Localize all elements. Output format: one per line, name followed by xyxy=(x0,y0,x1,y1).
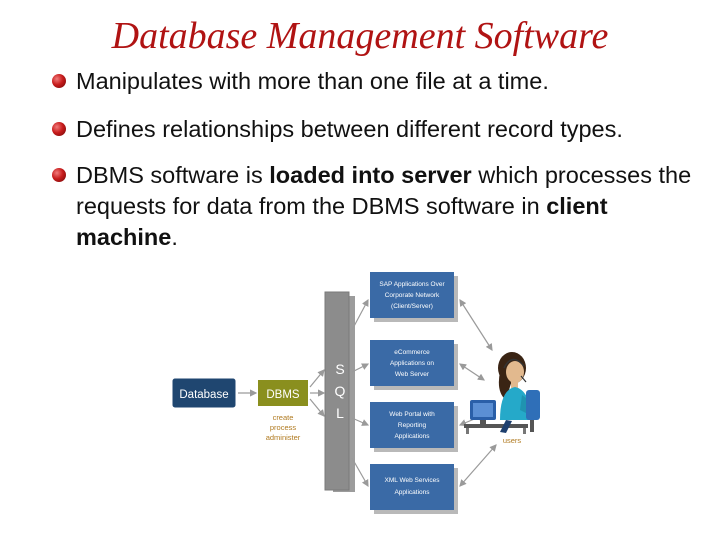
app-label: Web Portal with xyxy=(389,411,435,418)
connector-arrow xyxy=(351,417,370,426)
bullet-text: Manipulates with more than one file at a… xyxy=(76,68,549,94)
bullet-emphasis-client: client machine xyxy=(76,193,608,250)
app-label: Applications xyxy=(394,489,430,496)
bullet-text-middle: which processes the requests for data fr… xyxy=(76,162,692,219)
bullet-item: DBMS software is loaded into server whic… xyxy=(52,160,702,253)
database-box: Database xyxy=(171,377,237,409)
slide-title: Database Management Software xyxy=(111,15,609,57)
app-label: Applications xyxy=(394,433,430,440)
connector-arrow xyxy=(351,298,369,331)
app-label: Web Server xyxy=(395,371,430,378)
sql-bar: S Q L xyxy=(324,291,355,492)
user-at-computer-icon xyxy=(464,352,540,434)
connector-arrow xyxy=(351,363,370,373)
bullet-text: Defines relationships between different … xyxy=(76,116,623,142)
sql-letter: Q xyxy=(335,383,346,399)
sql-letter: L xyxy=(336,405,344,421)
app-label: (Client/Server) xyxy=(391,303,433,310)
bullet-list: Manipulates with more than one file at a… xyxy=(52,62,702,253)
bullet-text-end: . xyxy=(171,224,178,250)
app-label: Applications on xyxy=(390,360,434,367)
app-box-ecommerce: eCommerce Applications on Web Server xyxy=(370,340,458,390)
dbms-caption: administer xyxy=(266,433,301,442)
app-label: XML Web Services xyxy=(385,477,441,484)
app-box-sap: SAP Applications Over Corporate Network … xyxy=(370,272,458,322)
dbms-caption: process xyxy=(270,423,297,432)
dbms-caption: create xyxy=(273,413,294,422)
bullet-item: Manipulates with more than one file at a… xyxy=(52,66,702,97)
app-box-xml: XML Web Services Applications xyxy=(370,464,458,514)
connector-arrow xyxy=(309,369,325,388)
connector-arrow xyxy=(351,457,369,488)
bullet-icon xyxy=(52,74,66,88)
connector-arrow xyxy=(309,398,325,417)
bullet-item: Defines relationships between different … xyxy=(52,114,702,145)
app-label: SAP Applications Over xyxy=(379,281,445,288)
bullet-emphasis-server: loaded into server xyxy=(269,162,472,188)
bullet-text-start: DBMS software is xyxy=(76,162,270,188)
app-label: Corporate Network xyxy=(385,292,440,299)
connector-arrow xyxy=(459,298,493,352)
dbms-box: DBMS create process administer xyxy=(258,380,308,442)
dbms-label: DBMS xyxy=(266,389,300,401)
app-box-web-portal: Web Portal with Reporting Applications xyxy=(370,402,458,452)
connector-arrow xyxy=(459,363,485,381)
sql-letter: S xyxy=(335,361,344,377)
users-label: users xyxy=(503,436,522,445)
app-label: Reporting xyxy=(398,422,427,429)
bullet-icon xyxy=(52,122,66,136)
app-label: eCommerce xyxy=(394,349,430,356)
bullet-icon xyxy=(52,168,66,182)
database-label: Database xyxy=(179,389,228,401)
connector-arrow xyxy=(459,444,497,487)
